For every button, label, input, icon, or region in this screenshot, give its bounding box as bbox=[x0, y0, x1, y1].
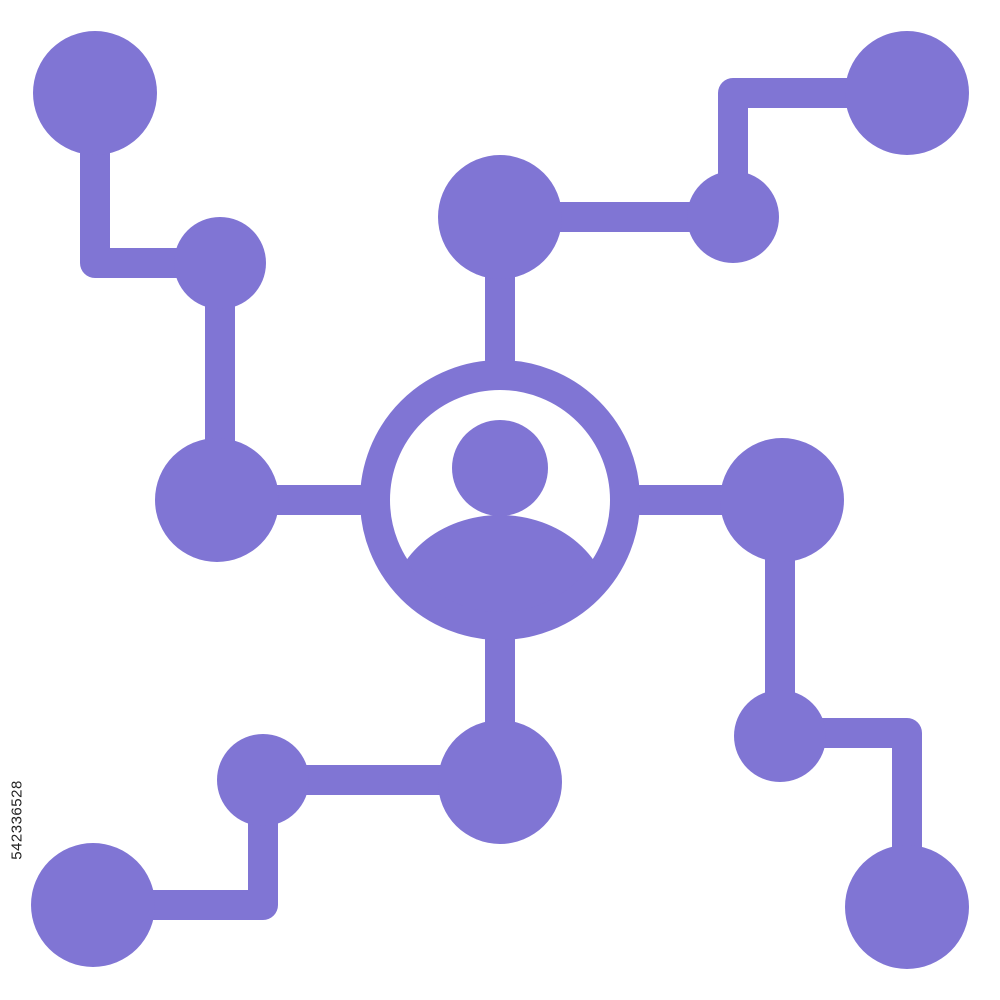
node-bottom-left-joint bbox=[217, 734, 309, 826]
node-top-right-end bbox=[845, 31, 969, 155]
stock-id-text: 542336528 bbox=[8, 780, 26, 860]
node-bottom-left-end bbox=[31, 843, 155, 967]
node-bottom bbox=[438, 720, 562, 844]
node-bottom-right-joint bbox=[734, 690, 826, 782]
node-left bbox=[155, 438, 279, 562]
central-user-node bbox=[360, 360, 640, 640]
nodes bbox=[31, 31, 969, 969]
user-body-icon bbox=[390, 515, 610, 612]
user-icon bbox=[390, 420, 610, 612]
node-top-left-end bbox=[33, 31, 157, 155]
stock-id-label: 542336528 bbox=[4, 760, 30, 880]
user-head-icon bbox=[452, 420, 548, 516]
node-right bbox=[720, 438, 844, 562]
node-top bbox=[438, 155, 562, 279]
node-top-right-joint bbox=[687, 171, 779, 263]
node-top-left-joint bbox=[174, 217, 266, 309]
node-bottom-right-end bbox=[845, 845, 969, 969]
